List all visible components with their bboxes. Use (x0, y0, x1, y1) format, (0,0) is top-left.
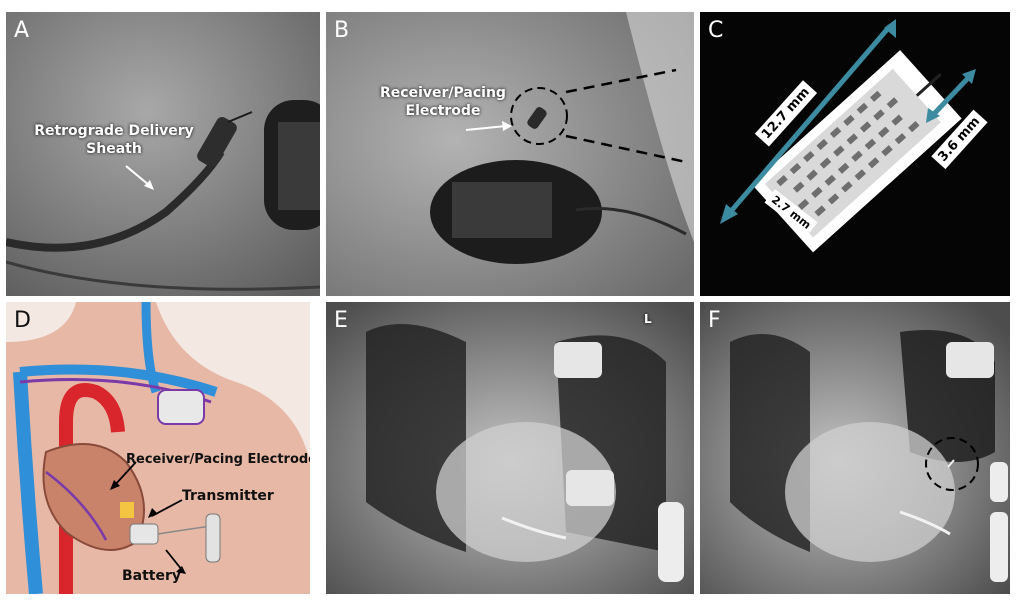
panel-e-chest-xray: E L (326, 302, 694, 594)
panel-a-letter: A (14, 18, 30, 43)
panel-b-fluoroscopy: B Receiver/Pacing Electrode (326, 12, 694, 296)
panel-d-illustration: D Receiver/Pacing Electrode Transmitter … (6, 302, 310, 594)
delivery-sheath-label: Retrograde Delivery Sheath (34, 123, 194, 157)
panel-f-letter: F (708, 308, 721, 333)
side-marker-label: L (644, 312, 652, 326)
receiver-electrode-label-b: Receiver/Pacing Electrode (380, 85, 506, 119)
battery-label: Battery (122, 568, 182, 584)
panel-e-letter: E (334, 308, 348, 333)
panel-c-letter: C (708, 18, 724, 43)
transmitter-label: Transmitter (182, 488, 274, 504)
panel-a-fluoroscopy: A Retrograde Delivery Sheath (6, 12, 320, 296)
panel-a-image (6, 12, 320, 296)
delivery-sheath-arrow (125, 165, 154, 190)
receiver-electrode-label-d: Receiver/Pacing Electrode (126, 452, 310, 467)
panel-c-device-photo: C 12.7 mm 3.6 mm 2.7 mm (700, 12, 1010, 296)
panel-b-letter: B (334, 18, 350, 43)
panel-b-image (326, 12, 694, 296)
panel-f-image (700, 302, 1010, 594)
panel-e-image (326, 302, 694, 594)
panel-d-letter: D (14, 308, 31, 333)
panel-f-chest-xray: F (700, 302, 1010, 594)
panel-d-image (6, 302, 310, 594)
panel-c-image (720, 19, 976, 253)
